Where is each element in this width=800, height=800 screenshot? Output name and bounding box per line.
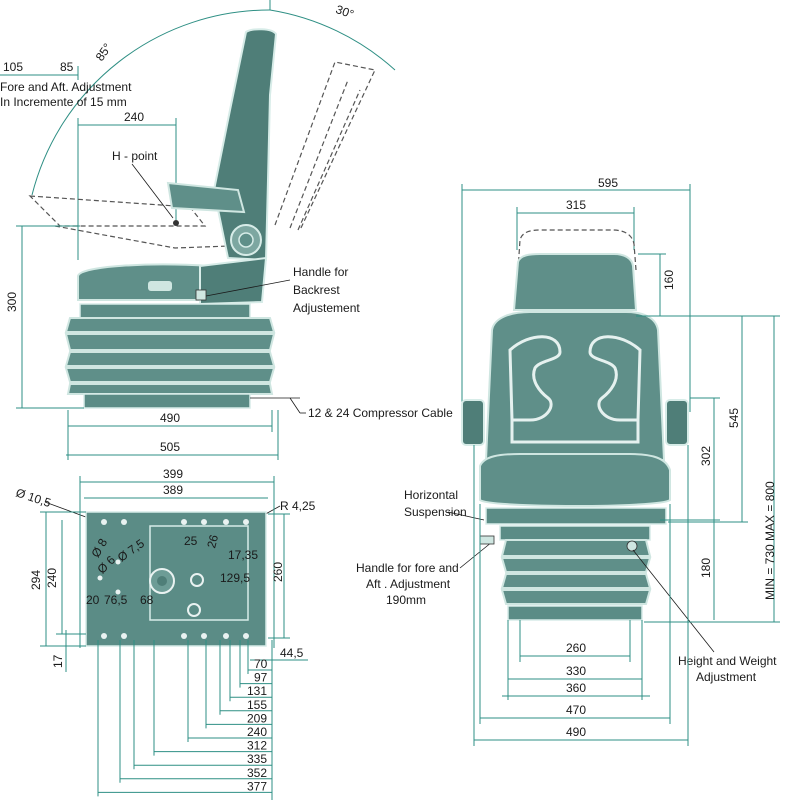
mounting-holes [97,519,249,639]
bottom-dim-value: 240 [247,725,267,739]
plate-bottom-offset-value: 17 [51,654,65,668]
side-width-inner-value: 490 [160,411,180,425]
side-view: 85° 30° 105 85 Fore and Aft. Adjustment … [0,0,453,460]
base-plate [85,511,267,647]
dim-129-5-label: 129,5 [220,571,250,585]
front-width-470: 470 [566,703,586,717]
front-width-260: 260 [566,641,586,655]
bottom-dim-value: 352 [247,766,267,780]
backrest-handle-line2: Backrest [293,283,340,297]
reclined-backrest-outline [28,195,207,227]
fore-aft-right-value: 85 [60,60,74,74]
plate-right-height-value: 260 [271,562,285,582]
headrest-front [512,253,638,311]
headrest-travel-value: 160 [662,270,676,290]
hole-diameter-label: Ø 10,5 [14,486,53,511]
total-height-value: MIN = 730 MAX = 800 [763,481,777,600]
height-weight-line1: Height and Weight [678,654,777,668]
fore-aft-left-value: 105 [3,60,23,74]
left-armrest-front [461,399,485,446]
backrest-right-panel [588,335,642,422]
backrest-front [484,311,666,461]
backrest-handle [195,289,207,301]
suspension-height-value: 180 [699,558,713,578]
bottom-dim-value: 131 [247,684,267,698]
headrest-raised-outline [517,229,637,271]
front-overall-width-value: 595 [598,176,618,190]
dim-68-label: 68 [140,593,154,607]
front-view: 595 315 160 Horizontal Suspension Handle… [356,176,780,746]
dim-26-label: 26 [204,533,221,550]
backrest-left-panel [508,335,562,422]
horizontal-suspension-line2: Suspension [404,505,467,519]
dim-20-label: 20 [86,593,100,607]
fore-aft-caption-line1: Fore and Aft. Adjustment [0,80,132,94]
bottom-dim-value: 335 [247,752,267,766]
bottom-dim-value: 70 [254,657,268,671]
seat-cushion-front [479,453,671,507]
bottom-dim-value: 97 [254,671,268,685]
plate-right-offset-value: 44,5 [280,646,304,660]
plate-width-inner-value: 389 [163,483,183,497]
bottom-dim-value: 312 [247,739,267,753]
side-width-outer-value: 505 [160,440,180,454]
height-weight-line2: Adjustment [696,670,757,684]
front-width-360: 360 [566,681,586,695]
corner-radius-label: R 4,25 [280,499,316,513]
fore-aft-handle [479,535,495,545]
right-armrest-front [665,399,689,446]
backrest-height-value: 545 [727,408,741,428]
fore-aft-handle-line1: Handle for fore and [356,561,459,575]
bottom-dim-value: 155 [247,698,267,712]
suspension-bellows-side [64,303,276,409]
front-width-330: 330 [566,664,586,678]
forward-arc [269,9,396,71]
front-width-490: 490 [566,725,586,739]
hpoint-offset-value: 240 [124,110,144,124]
recline-angle-label: 85° [93,41,115,64]
bottom-dim-value: 209 [247,711,267,725]
compressor-cable-label: 12 & 24 Compressor Cable [308,406,453,420]
armrest-side [166,181,246,214]
plate-height-inner-value: 240 [45,568,59,588]
hpoint-label: H - point [112,149,158,163]
backrest-handle-line1: Handle for [293,265,348,279]
plate-height-outer-value: 294 [29,570,43,590]
side-height-value: 300 [5,292,19,312]
dim-76-5-label: 76,5 [104,593,128,607]
hpoint-marker [173,220,179,226]
headrest-width-value: 315 [566,198,586,212]
recline-arc [31,9,271,196]
fore-aft-handle-line3: 190mm [386,593,426,607]
plate-width-outer-value: 399 [163,467,183,481]
fore-aft-caption-line2: In Incremente of 15 mm [0,95,127,109]
bottom-dim-value: 377 [247,779,267,793]
forward-angle-label: 30° [334,2,356,21]
base-plate-view: Ø 10,5 R 4,25 399 389 Ø 8 Ø 6 Ø 7,5 20 7… [14,467,316,672]
slot-hole-lower [187,603,201,617]
backrest-handle-line3: Adjustement [293,301,360,315]
slot-hole-upper [190,573,204,587]
armrest-height-value: 302 [699,446,713,466]
dim-17-35-label: 17,35 [228,548,258,562]
height-weight-knob [626,540,638,552]
seat-logo [148,281,172,291]
dim-25-label: 25 [184,534,198,548]
horizontal-suspension-line1: Horizontal [404,488,458,502]
fore-aft-handle-line2: Aft . Adjustment [366,577,451,591]
suspension-bellows-front [499,525,652,621]
forward-backrest-outline [274,61,376,231]
